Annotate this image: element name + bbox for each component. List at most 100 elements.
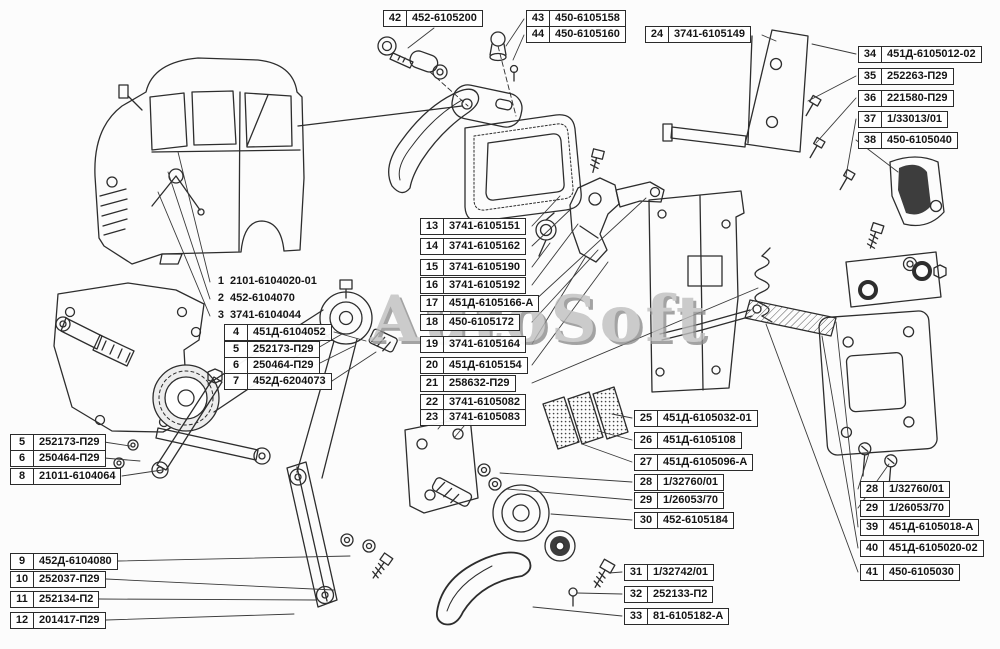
part-code: 452-6105200	[412, 12, 477, 24]
part-label-42[interactable]: 42 452-6105200	[383, 10, 483, 27]
callout-number: 21	[421, 376, 444, 391]
callout-number: 12	[11, 613, 34, 628]
part-code: 252263-П29	[887, 70, 948, 82]
glass-run-seal-strips	[542, 386, 629, 450]
part-label-21[interactable]: 21 258632-П29	[420, 375, 516, 392]
callout-number: 28	[635, 475, 658, 490]
callout-number: 39	[861, 520, 884, 535]
part-code: 252173-П29	[253, 343, 314, 355]
part-label-35[interactable]: 35 252263-П29	[858, 68, 954, 85]
lock-parts-right	[805, 94, 947, 279]
part-code: 452Д-6204073	[253, 375, 326, 387]
callout-number: 19	[421, 337, 444, 352]
callout-number: 22	[421, 395, 444, 410]
callout-number: 37	[859, 112, 882, 127]
part-code: 1/32760/01	[889, 483, 945, 495]
part-code: 452Д-6104080	[39, 555, 112, 567]
callout-number: 3	[217, 309, 224, 321]
callout-number: 26	[635, 433, 658, 448]
leader-lines	[97, 18, 899, 621]
callout-number: 17	[421, 296, 444, 311]
callout-number: 29	[861, 501, 884, 516]
part-code: 450-6105040	[887, 134, 952, 146]
part-label-41[interactable]: 41 450-6105030	[860, 564, 960, 581]
part-code: 252133-П2	[653, 588, 708, 600]
part-code: 452-6105184	[663, 514, 728, 526]
part-code: 451Д-6105012-02	[887, 48, 976, 60]
callout-number: 5	[225, 342, 248, 357]
door-lock-latch	[569, 177, 665, 263]
part-code: 3741-6105151	[449, 220, 520, 232]
callout-number: 9	[11, 554, 34, 569]
callout-number: 36	[859, 91, 882, 106]
callout-number: 23	[421, 410, 444, 425]
callout-number: 24	[646, 27, 669, 42]
callout-number: 35	[859, 69, 882, 84]
callout-number: 5	[11, 435, 34, 450]
part-label-28b[interactable]: 28 1/32760/01	[860, 481, 951, 498]
callout-number: 32	[625, 587, 648, 602]
callout-number: 2	[217, 292, 224, 304]
part-label-32[interactable]: 32 252133-П2	[624, 586, 714, 603]
callout-number: 33	[625, 609, 648, 624]
part-code: 258632-П29	[449, 377, 510, 389]
roller-bracket-assembly	[404, 416, 616, 626]
callout-number: 14	[421, 239, 444, 254]
part-label-9[interactable]: 9 452Д-6104080	[10, 553, 118, 570]
part-code: 450-6105030	[889, 566, 954, 578]
callout-number: 16	[421, 278, 444, 293]
part-code: 1/26053/70	[889, 502, 945, 514]
part-label-5[interactable]: 5 252173-П29	[224, 341, 320, 358]
callout-number: 28	[861, 482, 884, 497]
callout-number: 1	[217, 275, 224, 287]
part-label-29b[interactable]: 29 1/26053/70	[860, 500, 951, 517]
part-code: 451Д-6104052	[253, 326, 326, 338]
part-label-7[interactable]: 7 452Д-6204073	[224, 373, 332, 390]
lock-pillar-plate	[648, 190, 773, 393]
part-code: 252134-П2	[39, 593, 94, 605]
callout-number: 7	[225, 374, 248, 389]
callout-number: 41	[861, 565, 884, 580]
callout-number: 42	[384, 11, 407, 26]
remote-control-assembly	[659, 251, 942, 341]
